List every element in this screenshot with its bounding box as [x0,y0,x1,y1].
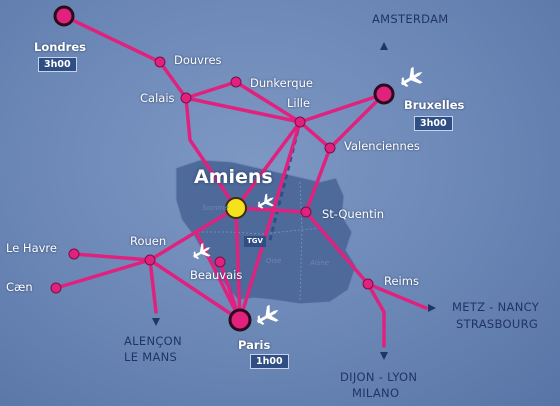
department-border [194,227,323,235]
department-border [299,181,303,301]
city-label-reims: Reims [384,274,419,288]
department-label-somme: Somme [202,204,229,212]
airplane-icon [256,304,279,325]
airplane-icon [257,193,274,209]
destination-label: METZ - NANCY [452,300,540,314]
city-label-st-quentin: St-Quentin [322,207,385,221]
tgv-badge: TGV [244,236,266,247]
destination-label: MILANO [352,386,400,400]
destination-label: LE MANS [124,350,178,364]
city-label-calais: Calais [140,91,175,105]
rail-lines [54,14,428,348]
city-label-paris: Paris [238,338,271,352]
station-markers [50,56,374,294]
destination-label: STRASBOURG [456,317,539,331]
city-label-caen: Cæn [6,280,33,294]
city-label-douvres: Douvres [174,53,222,67]
city-label-dunkerque: Dunkerque [250,76,313,90]
airplane-icon [400,66,423,87]
destination-arrow-icon [152,42,436,360]
airplane-icon [193,242,211,260]
city-label-amiens: Amiens [194,166,273,188]
duration-badge-bruxelles: 3h00 [414,116,453,131]
destination-label: ALENÇON [124,334,182,348]
department-label-oise: Oise [266,257,282,265]
city-label-valenciennes: Valenciennes [344,139,420,153]
destination-label: DIJON - LYON [340,370,418,384]
duration-badge-paris: 1h00 [250,354,289,369]
department-label-aisne: Aisne [310,259,330,267]
city-label-le-havre: Le Havre [6,241,57,255]
destination-label: AMSTERDAM [372,12,449,26]
duration-badge-londres: 3h00 [38,57,77,72]
hub-markers [53,5,395,332]
city-label-bruxelles: Bruxelles [404,98,465,112]
city-label-rouen: Rouen [130,234,167,248]
city-label-londres: Londres [34,40,86,54]
city-label-beauvais: Beauvais [190,268,243,282]
city-label-lille: Lille [287,96,311,110]
amiens-marker [225,197,247,219]
